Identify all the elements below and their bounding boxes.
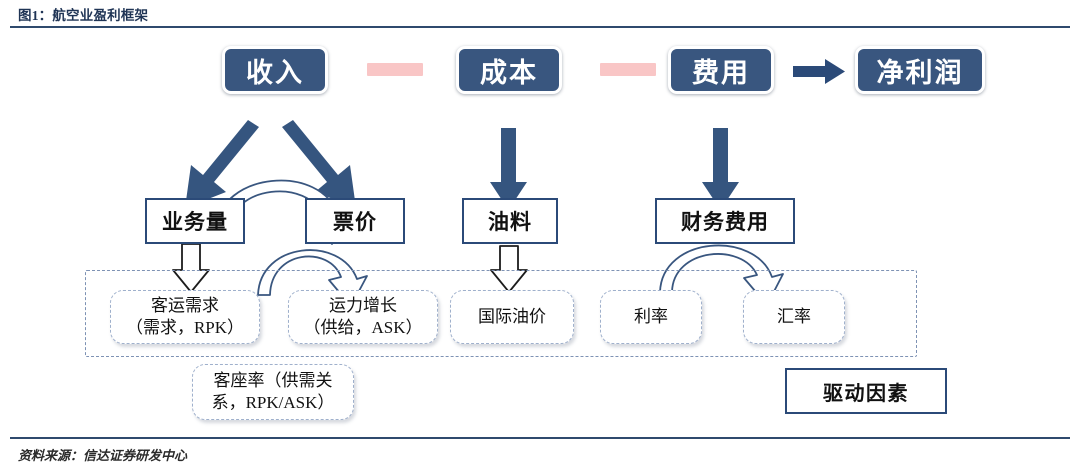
node-pax-demand-label: 客运需求 （需求，RPK） xyxy=(125,296,245,337)
node-cost-label: 成本 xyxy=(480,57,538,89)
operator-minus-1 xyxy=(367,63,423,76)
footer-divider xyxy=(10,437,1070,439)
driver-factors-legend-label: 驱动因素 xyxy=(823,380,909,405)
operator-minus-2 xyxy=(600,63,656,76)
node-expense-label: 费用 xyxy=(692,57,750,89)
node-financial-expense-label: 财务费用 xyxy=(681,210,769,234)
node-exchange-rate-label: 汇率 xyxy=(777,307,811,327)
node-ticket-price[interactable]: 票价 xyxy=(305,198,405,244)
node-financial-expense[interactable]: 财务费用 xyxy=(655,198,795,244)
node-interest-rate[interactable]: 利率 xyxy=(600,290,702,344)
node-ticket-price-label: 票价 xyxy=(333,210,377,234)
profit-framework-diagram: 收入 成本 费用 净利润 业务量 票价 油料 财务费用 客运需求 （需求，RPK… xyxy=(0,30,1080,435)
source-note: 资料来源：信达证券研发中心 xyxy=(18,448,188,463)
node-cost[interactable]: 成本 xyxy=(456,46,562,94)
node-revenue[interactable]: 收入 xyxy=(222,46,328,94)
node-fuel-label: 油料 xyxy=(488,210,532,234)
node-pax-demand[interactable]: 客运需求 （需求，RPK） xyxy=(110,290,260,344)
node-capacity-growth[interactable]: 运力增长 （供给，ASK） xyxy=(288,290,438,344)
driver-factors-region xyxy=(85,270,917,357)
node-net-profit[interactable]: 净利润 xyxy=(855,46,985,94)
node-exchange-rate[interactable]: 汇率 xyxy=(743,290,845,344)
node-load-factor[interactable]: 客座率（供需关 系，RPK/ASK） xyxy=(192,364,354,420)
node-net-profit-label: 净利润 xyxy=(876,57,964,89)
title-divider xyxy=(10,26,1070,28)
arrow-revenue-to-volume xyxy=(185,120,259,208)
node-expense[interactable]: 费用 xyxy=(668,46,774,94)
node-volume-label: 业务量 xyxy=(162,210,228,234)
node-capacity-growth-label: 运力增长 （供给，ASK） xyxy=(303,296,423,337)
node-intl-oil-price[interactable]: 国际油价 xyxy=(450,290,574,344)
driver-factors-legend: 驱动因素 xyxy=(785,368,947,414)
node-intl-oil-price-label: 国际油价 xyxy=(478,307,546,327)
arrow-revenue-to-price xyxy=(282,120,356,208)
node-volume[interactable]: 业务量 xyxy=(145,198,245,244)
node-fuel[interactable]: 油料 xyxy=(462,198,558,244)
node-interest-rate-label: 利率 xyxy=(634,307,668,327)
node-revenue-label: 收入 xyxy=(246,57,304,89)
node-load-factor-label: 客座率（供需关 系，RPK/ASK） xyxy=(211,371,335,412)
page-title: 图1：航空业盈利框架 xyxy=(18,8,149,23)
arrow-expense-to-netprofit xyxy=(793,59,845,84)
